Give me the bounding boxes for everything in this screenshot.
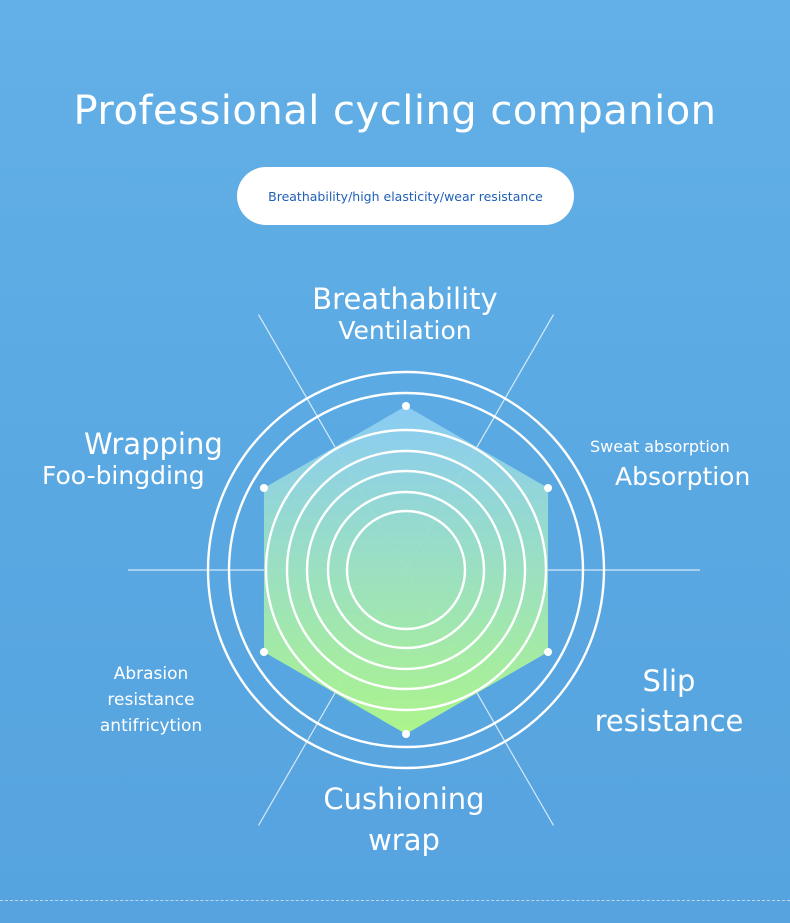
label-sweat-absorption: Sweat absorption: [590, 437, 730, 456]
grid-ring-6: [227, 391, 585, 749]
subtitle-text: Breathability/high elasticity/wear resis…: [268, 188, 543, 204]
label-ventilation: Ventilation: [338, 316, 472, 345]
grid-ring-1: [345, 509, 467, 631]
data-point-2: [544, 484, 553, 492]
label-antifricytion: antifricytion: [99, 716, 203, 736]
data-point-6: [259, 484, 268, 492]
label-foo-bingding: Foo-bingding: [42, 461, 205, 490]
label-cushioning: Cushioning: [323, 782, 485, 816]
grid-ring-5: [264, 428, 548, 712]
grid-ring-3: [305, 469, 507, 671]
series-area: [263, 406, 549, 734]
label-slip: Slip: [642, 664, 696, 698]
bottom-dashed-divider: [0, 900, 790, 901]
label-resistance-left: resistance: [107, 690, 195, 710]
grid-ring-2: [326, 490, 486, 650]
data-point-3: [544, 648, 553, 656]
label-wrapping: Wrapping: [84, 427, 223, 461]
data-point-4: [402, 730, 410, 738]
label-wrap: wrap: [368, 823, 440, 857]
data-point-5: [259, 648, 268, 656]
label-breathability: Breathability: [312, 282, 498, 316]
data-point-1: [402, 402, 410, 410]
label-resistance-right: resistance: [594, 704, 744, 738]
grid-ring-4: [285, 449, 527, 691]
label-absorption: Absorption: [615, 462, 751, 491]
subtitle-pill: Breathability/high elasticity/wear resis…: [237, 167, 574, 225]
grid-ring-7: [206, 370, 606, 770]
page-title: Professional cycling companion: [73, 88, 717, 134]
label-abrasion: Abrasion: [113, 664, 189, 684]
